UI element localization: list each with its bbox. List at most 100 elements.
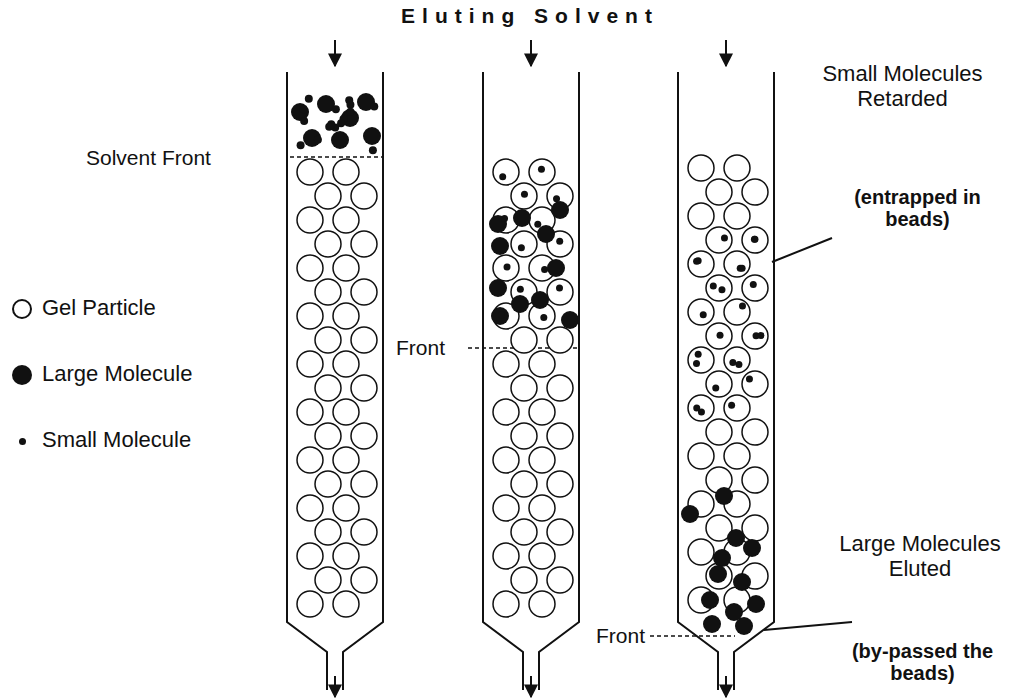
- callout-note: (entrapped in beads): [820, 186, 1015, 231]
- bead: [724, 443, 750, 469]
- bead: [303, 129, 321, 147]
- molecule: [721, 234, 728, 241]
- molecule: [556, 238, 563, 245]
- molecule: [534, 221, 541, 228]
- bead: [742, 179, 768, 205]
- molecule: [693, 360, 700, 367]
- bead: [688, 155, 714, 181]
- bead: [735, 617, 753, 635]
- callout-label: Small Molecules Retarded: [800, 62, 1005, 111]
- bead: [688, 395, 714, 421]
- bead: [351, 567, 377, 593]
- gel-beads: [291, 93, 768, 635]
- molecule: [553, 195, 560, 202]
- bead: [511, 567, 537, 593]
- molecule: [739, 303, 746, 310]
- bead: [742, 467, 768, 493]
- molecule: [739, 265, 746, 272]
- bead: [529, 591, 555, 617]
- molecule: [501, 215, 508, 222]
- molecule: [751, 236, 758, 243]
- bead: [493, 399, 519, 425]
- bead: [742, 419, 768, 445]
- bead: [297, 255, 323, 281]
- bead: [315, 327, 341, 353]
- molecule: [325, 123, 333, 131]
- bead: [351, 231, 377, 257]
- bead: [315, 423, 341, 449]
- molecule: [346, 108, 354, 116]
- bead: [333, 399, 359, 425]
- column-tube: [287, 72, 774, 690]
- bead: [511, 231, 537, 257]
- bead: [315, 471, 341, 497]
- bead: [529, 495, 555, 521]
- bead: [547, 423, 573, 449]
- legend-text: Large Molecule: [42, 362, 192, 387]
- bead: [351, 471, 377, 497]
- bead: [491, 237, 509, 255]
- legend-sample: [12, 365, 32, 385]
- molecule: [556, 284, 563, 291]
- bead: [493, 159, 519, 185]
- bead: [351, 375, 377, 401]
- bead: [333, 495, 359, 521]
- bead: [706, 563, 732, 589]
- bead: [742, 227, 768, 253]
- molecule: [517, 286, 524, 293]
- front-label: Front: [396, 336, 468, 360]
- molecule: [710, 282, 717, 289]
- bead: [724, 299, 750, 325]
- legend-sample: [19, 438, 26, 445]
- bead: [511, 327, 537, 353]
- molecule: [700, 311, 707, 318]
- bead: [706, 419, 732, 445]
- bead: [547, 279, 573, 305]
- bead: [547, 259, 565, 277]
- molecule: [518, 244, 525, 251]
- leader-line: [764, 238, 852, 630]
- bead: [315, 375, 341, 401]
- molecule: [499, 173, 506, 180]
- bead: [351, 279, 377, 305]
- bead: [493, 351, 519, 377]
- bead: [529, 399, 555, 425]
- bead: [491, 307, 509, 325]
- bead: [351, 423, 377, 449]
- bead: [333, 303, 359, 329]
- molecule: [541, 266, 548, 273]
- bead: [688, 347, 714, 373]
- bead: [297, 207, 323, 233]
- bead: [315, 567, 341, 593]
- bead: [547, 567, 573, 593]
- bead: [688, 251, 714, 277]
- bead: [561, 311, 579, 329]
- molecule: [728, 402, 735, 409]
- front-line: [290, 157, 735, 636]
- molecule: [735, 361, 742, 368]
- bead: [493, 543, 519, 569]
- molecule: [717, 332, 724, 339]
- bead: [333, 447, 359, 473]
- molecule: [712, 384, 719, 391]
- bead: [706, 371, 732, 397]
- bead: [701, 591, 719, 609]
- bead: [351, 519, 377, 545]
- bead: [363, 127, 381, 145]
- bead: [529, 351, 555, 377]
- molecule: [504, 264, 511, 271]
- molecule: [369, 146, 377, 154]
- bead: [724, 203, 750, 229]
- bead: [493, 495, 519, 521]
- bead: [547, 327, 573, 353]
- bead: [706, 179, 732, 205]
- bead: [547, 519, 573, 545]
- legend-text: Small Molecule: [42, 428, 191, 453]
- bead: [333, 207, 359, 233]
- molecule: [337, 119, 345, 127]
- bead: [715, 487, 733, 505]
- bead: [529, 447, 555, 473]
- bead: [547, 375, 573, 401]
- title: Eluting Solvent: [330, 4, 730, 28]
- callout-label: Large Molecules Eluted: [835, 532, 1005, 581]
